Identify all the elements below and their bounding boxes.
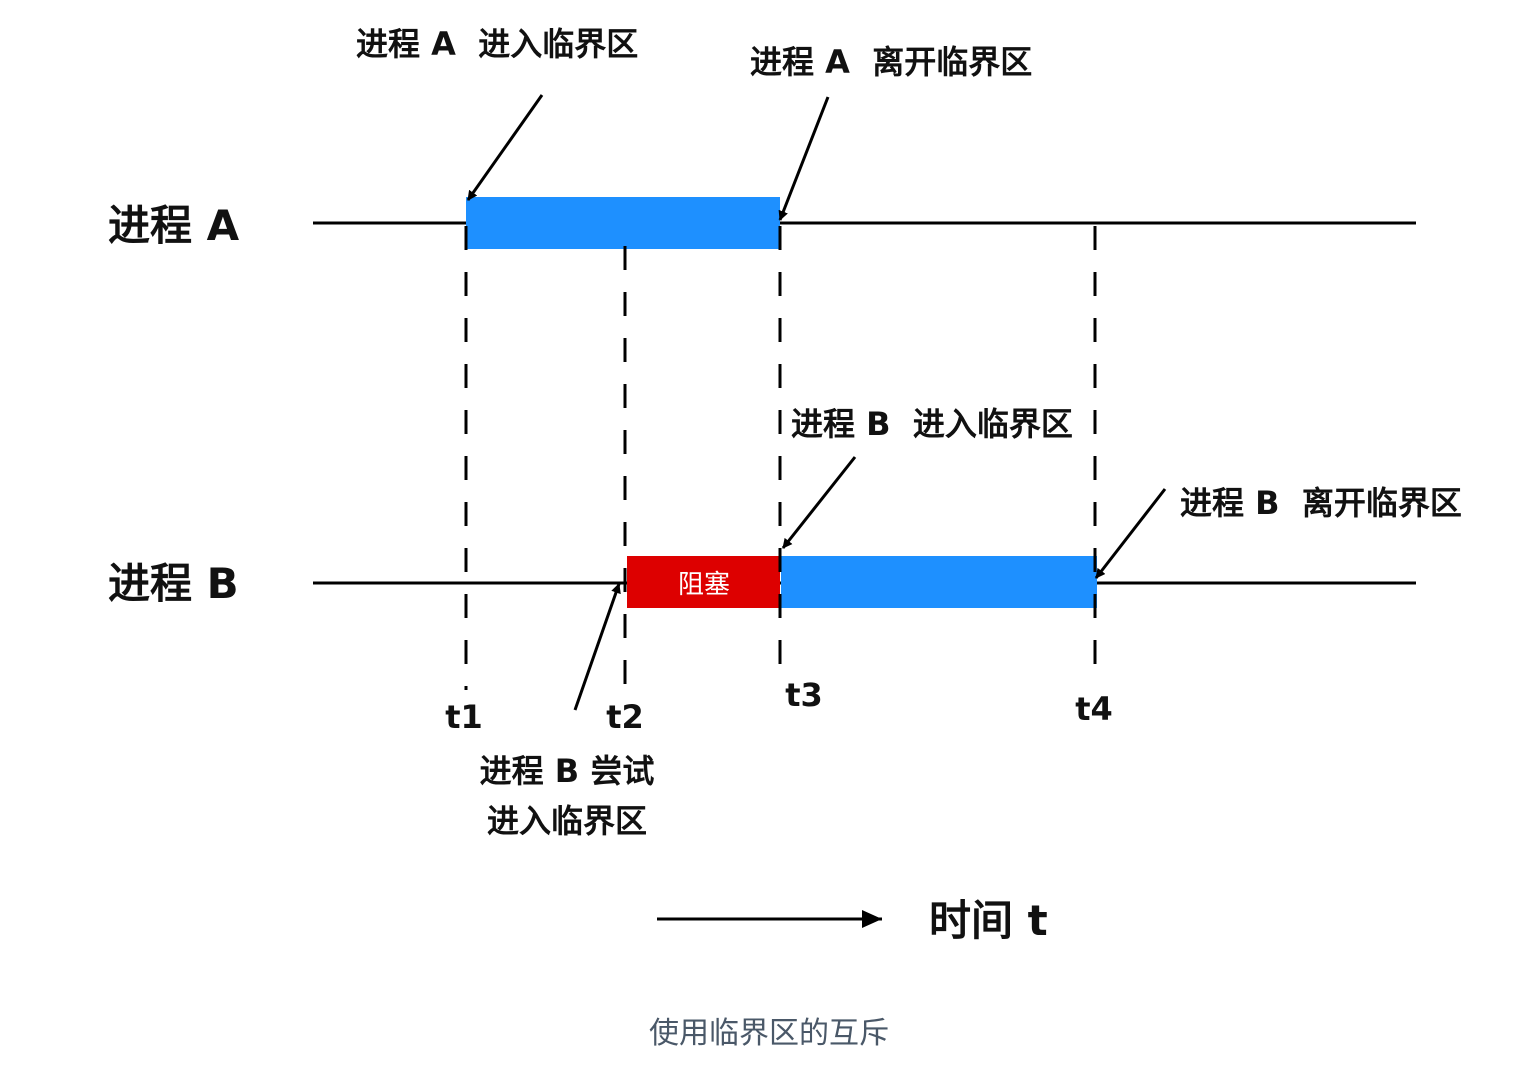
time-axis-label: 时间 t — [929, 896, 1048, 945]
arrow-process-a-leave — [778, 96, 830, 221]
arrow-process-a-enter — [466, 94, 544, 201]
arrow-process-b-try — [573, 583, 621, 711]
arrow-process-b-leave — [1094, 488, 1167, 579]
critical-section-timeline: 进程 A 进程 B 进程 A 进入临界区 进程 A 离开临界区 进程 B 进入临… — [108, 25, 1462, 945]
process-b-try-label-line1: 进程 B 尝试 — [480, 752, 655, 790]
blocked-label: 阻塞 — [678, 570, 730, 600]
process-b-try-label-line2: 进入临界区 — [487, 802, 647, 840]
process-b-leave-label: 进程 B 离开临界区 — [1180, 484, 1462, 522]
process-a-label: 进程 A — [108, 201, 240, 250]
t1-label: t1 — [445, 698, 483, 736]
process-b-blocked-bar — [627, 556, 780, 608]
process-a-critical-section-bar — [466, 197, 780, 249]
process-b-label: 进程 B — [108, 559, 239, 608]
process-a-leave-label: 进程 A 离开临界区 — [750, 43, 1032, 81]
process-b-critical-section-bar — [781, 556, 1097, 608]
arrow-process-b-enter — [781, 456, 857, 549]
process-a-enter-label: 进程 A 进入临界区 — [356, 25, 638, 63]
t3-label: t3 — [785, 676, 823, 714]
t2-label: t2 — [606, 698, 644, 736]
process-b-enter-label: 进程 B 进入临界区 — [791, 405, 1073, 443]
t4-label: t4 — [1075, 690, 1113, 728]
figure-caption: 使用临界区的互斥 — [649, 1016, 889, 1051]
